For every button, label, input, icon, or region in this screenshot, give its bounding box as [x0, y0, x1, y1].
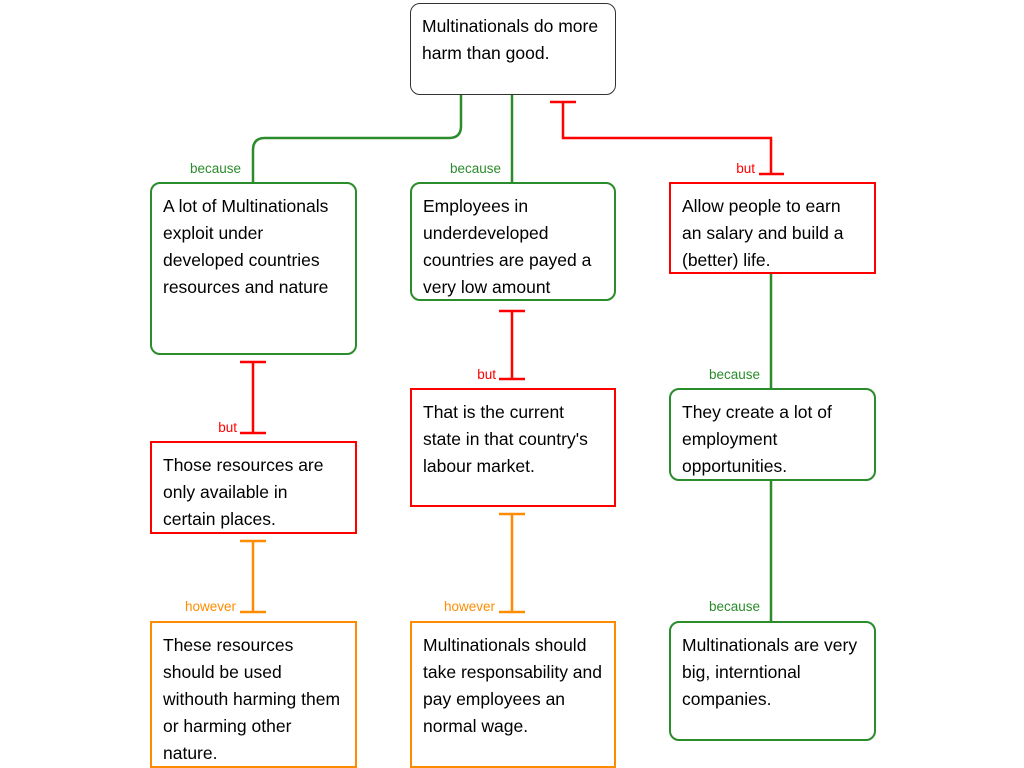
rebuttal-node-g[interactable]: These resources should be used withouth … — [150, 621, 357, 768]
reason-node-f[interactable]: They create a lot of employment opportun… — [669, 388, 876, 481]
link-e-b — [499, 309, 525, 381]
link-label-d: but — [218, 420, 237, 435]
link-label-c: but — [736, 161, 755, 176]
link-label-h: however — [443, 599, 495, 614]
reason-node-i[interactable]: Multinationals are very big, interntiona… — [669, 621, 876, 741]
link-g-d — [240, 539, 266, 614]
because-links — [251, 95, 773, 621]
link-label-b: because — [449, 161, 501, 176]
link-c-root — [550, 100, 784, 176]
objection-node-d[interactable]: Those resources are only available in ce… — [150, 441, 357, 534]
reason-node-b[interactable]: Employees in underdeveloped countries ar… — [410, 182, 616, 301]
claim-node-root[interactable]: Multinationals do more harm than good. — [410, 3, 616, 95]
link-a-root — [251, 95, 463, 182]
but-links — [240, 100, 784, 435]
however-links — [240, 512, 525, 614]
link-label-i: because — [708, 599, 760, 614]
link-label-e: but — [477, 367, 496, 382]
link-label-f: because — [708, 367, 760, 382]
link-label-g: however — [184, 599, 236, 614]
objection-node-c[interactable]: Allow people to earn an salary and build… — [669, 182, 876, 274]
rebuttal-node-h[interactable]: Multinationals should take responsabilit… — [410, 621, 616, 768]
link-label-a: because — [189, 161, 241, 176]
reason-node-a[interactable]: A lot of Multinationals exploit under de… — [150, 182, 357, 355]
link-h-e — [499, 512, 525, 614]
link-d-a — [240, 360, 266, 435]
objection-node-e[interactable]: That is the current state in that countr… — [410, 388, 616, 507]
